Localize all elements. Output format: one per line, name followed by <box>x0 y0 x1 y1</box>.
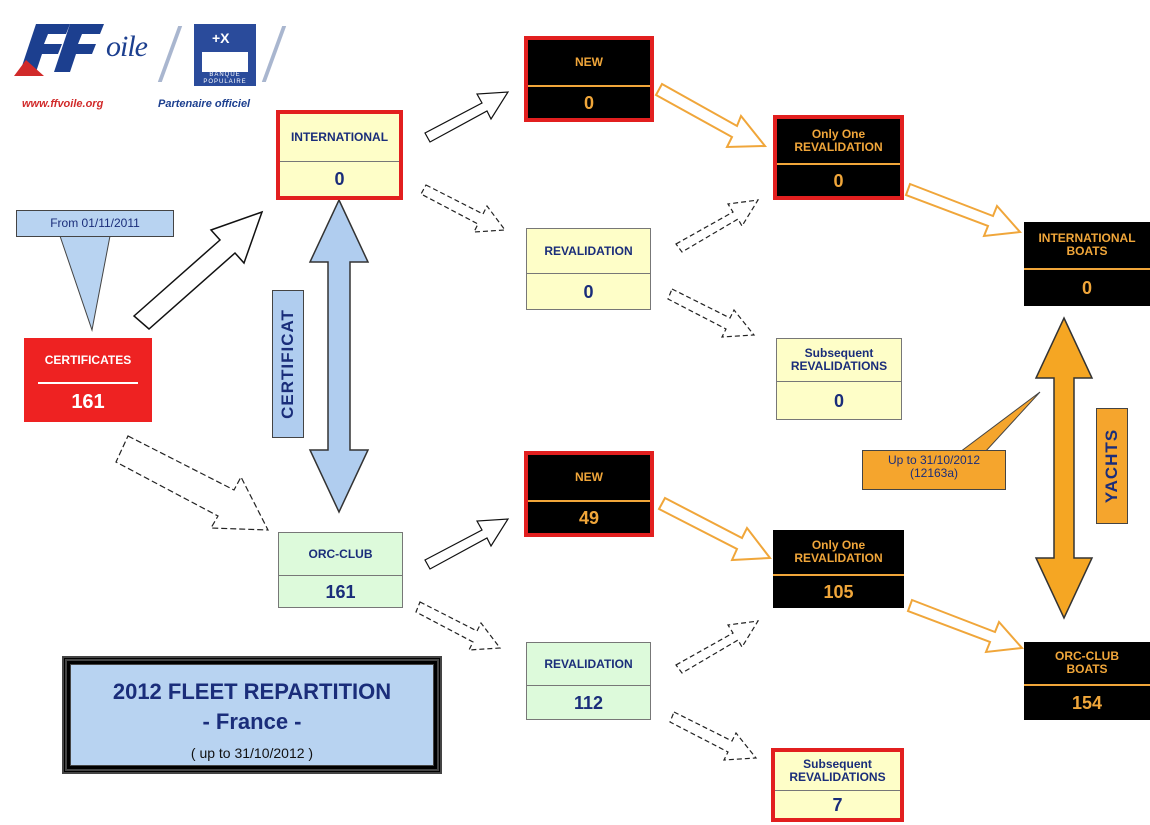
up-to-ref: (12163a) <box>909 466 959 480</box>
arrow-intl-reval-to-onlyone <box>675 199 760 253</box>
title-date: ( up to 31/10/2012 ) <box>190 745 314 761</box>
up-to-callout: Up to 31/10/2012 (12163a) <box>862 450 1006 490</box>
international-boats-box: INTERNATIONAL BOATS 0 <box>1024 222 1150 306</box>
intl-only-one-value: 0 <box>833 171 844 191</box>
intl-revalidation-value: 0 <box>583 281 594 302</box>
intl-subsequent-value: 0 <box>833 390 844 411</box>
arrow-intl-to-reval <box>420 184 507 233</box>
intl-new-box: NEW 0 <box>524 36 654 122</box>
up-to-pointer <box>958 391 1041 453</box>
intl-revalidation-box: REVALIDATION 0 <box>526 228 651 310</box>
club-only-one-value: 105 <box>823 581 854 602</box>
arrow-intl-new-to-onlyone <box>654 82 768 149</box>
intl-subsequent-label: Subsequent REVALIDATIONS <box>777 339 901 382</box>
intl-revalidation-label: REVALIDATION <box>527 229 650 274</box>
club-subsequent-label: Subsequent REVALIDATIONS <box>775 752 900 791</box>
from-date-pointer <box>59 235 111 332</box>
arrow-club-to-new <box>424 518 510 570</box>
certificates-label: CERTIFICATES <box>44 352 132 367</box>
orc-club-boats-value: 154 <box>1071 692 1103 713</box>
arrow-club-to-reval <box>415 601 502 651</box>
from-date-text: From 01/11/2011 <box>50 216 140 230</box>
international-label: INTERNATIONAL <box>280 114 399 162</box>
club-new-value: 49 <box>578 508 600 528</box>
club-revalidation-value: 112 <box>573 692 604 713</box>
intl-only-one-box: Only One REVALIDATION 0 <box>773 115 904 200</box>
ff-monogram-icon <box>14 24 104 76</box>
title-country: - France - <box>202 709 302 734</box>
international-value: 0 <box>334 169 345 189</box>
club-only-one-box: Only One REVALIDATION 105 <box>773 530 904 608</box>
banque-populaire-logo: +X BANQUE POPULAIRE <box>194 24 256 86</box>
intl-new-value: 0 <box>583 93 594 113</box>
title-heading: 2012 FLEET REPARTITION <box>112 679 392 704</box>
certificates-box: CERTIFICATES 161 <box>24 338 152 422</box>
international-boats-value: 0 <box>1081 277 1092 298</box>
club-revalidation-box: REVALIDATION 112 <box>526 642 651 720</box>
club-new-label: NEW <box>528 455 650 502</box>
international-boats-label: INTERNATIONAL BOATS <box>1024 222 1150 270</box>
arrow-intl-to-new <box>424 91 510 143</box>
orc-club-value: 161 <box>325 581 356 602</box>
orc-club-box: ORC-CLUB 161 <box>278 532 403 608</box>
orc-club-boats-box: ORC-CLUB BOATS 154 <box>1024 642 1150 720</box>
ffvoile-logo: oile <box>14 14 154 80</box>
partner-text: Partenaire officiel <box>158 98 251 110</box>
yachts-double-arrow <box>1034 316 1094 620</box>
certificates-value: 161 <box>71 390 105 413</box>
intl-subsequent-box: Subsequent REVALIDATIONS 0 <box>776 338 902 420</box>
orc-club-label: ORC-CLUB <box>279 533 402 576</box>
bank-name: BANQUE POPULAIRE <box>203 72 247 85</box>
arrow-intl-reval-to-subsequent <box>667 288 756 338</box>
up-to-date: Up to 31/10/2012 <box>887 453 981 467</box>
from-date-callout: From 01/11/2011 <box>16 210 174 237</box>
ffvoile-wordmark: oile <box>106 30 148 63</box>
arrow-cert-to-orcclub <box>115 435 269 531</box>
arrow-onlyone-to-intlboats <box>904 182 1023 238</box>
intl-only-one-label: Only One REVALIDATION <box>777 119 900 165</box>
club-subsequent-box: Subsequent REVALIDATIONS 7 <box>771 748 904 822</box>
orc-club-boats-label: ORC-CLUB BOATS <box>1024 642 1150 686</box>
club-only-one-label: Only One REVALIDATION <box>773 530 904 576</box>
title-panel: 2012 FLEET REPARTITION - France - ( up t… <box>62 656 442 774</box>
arrow-onlyone-to-clubboats <box>906 598 1025 654</box>
club-subsequent-value: 7 <box>832 794 843 815</box>
international-box: INTERNATIONAL 0 <box>276 110 403 200</box>
club-new-box: NEW 49 <box>524 451 654 537</box>
arrow-club-new-to-onlyone <box>657 496 772 562</box>
website-link[interactable]: www.ffvoile.org <box>22 98 104 110</box>
intl-new-label: NEW <box>528 40 650 87</box>
certificat-label: CERTIFICAT <box>272 290 304 438</box>
arrow-club-reval-to-subsequent <box>669 711 758 761</box>
arrow-club-reval-to-onlyone <box>675 620 760 674</box>
arrow-cert-to-international <box>132 210 264 330</box>
bank-mark: +X <box>212 30 230 46</box>
certificat-double-arrow <box>308 198 370 514</box>
yachts-label: YACHTS <box>1096 408 1128 524</box>
club-revalidation-label: REVALIDATION <box>527 643 650 686</box>
